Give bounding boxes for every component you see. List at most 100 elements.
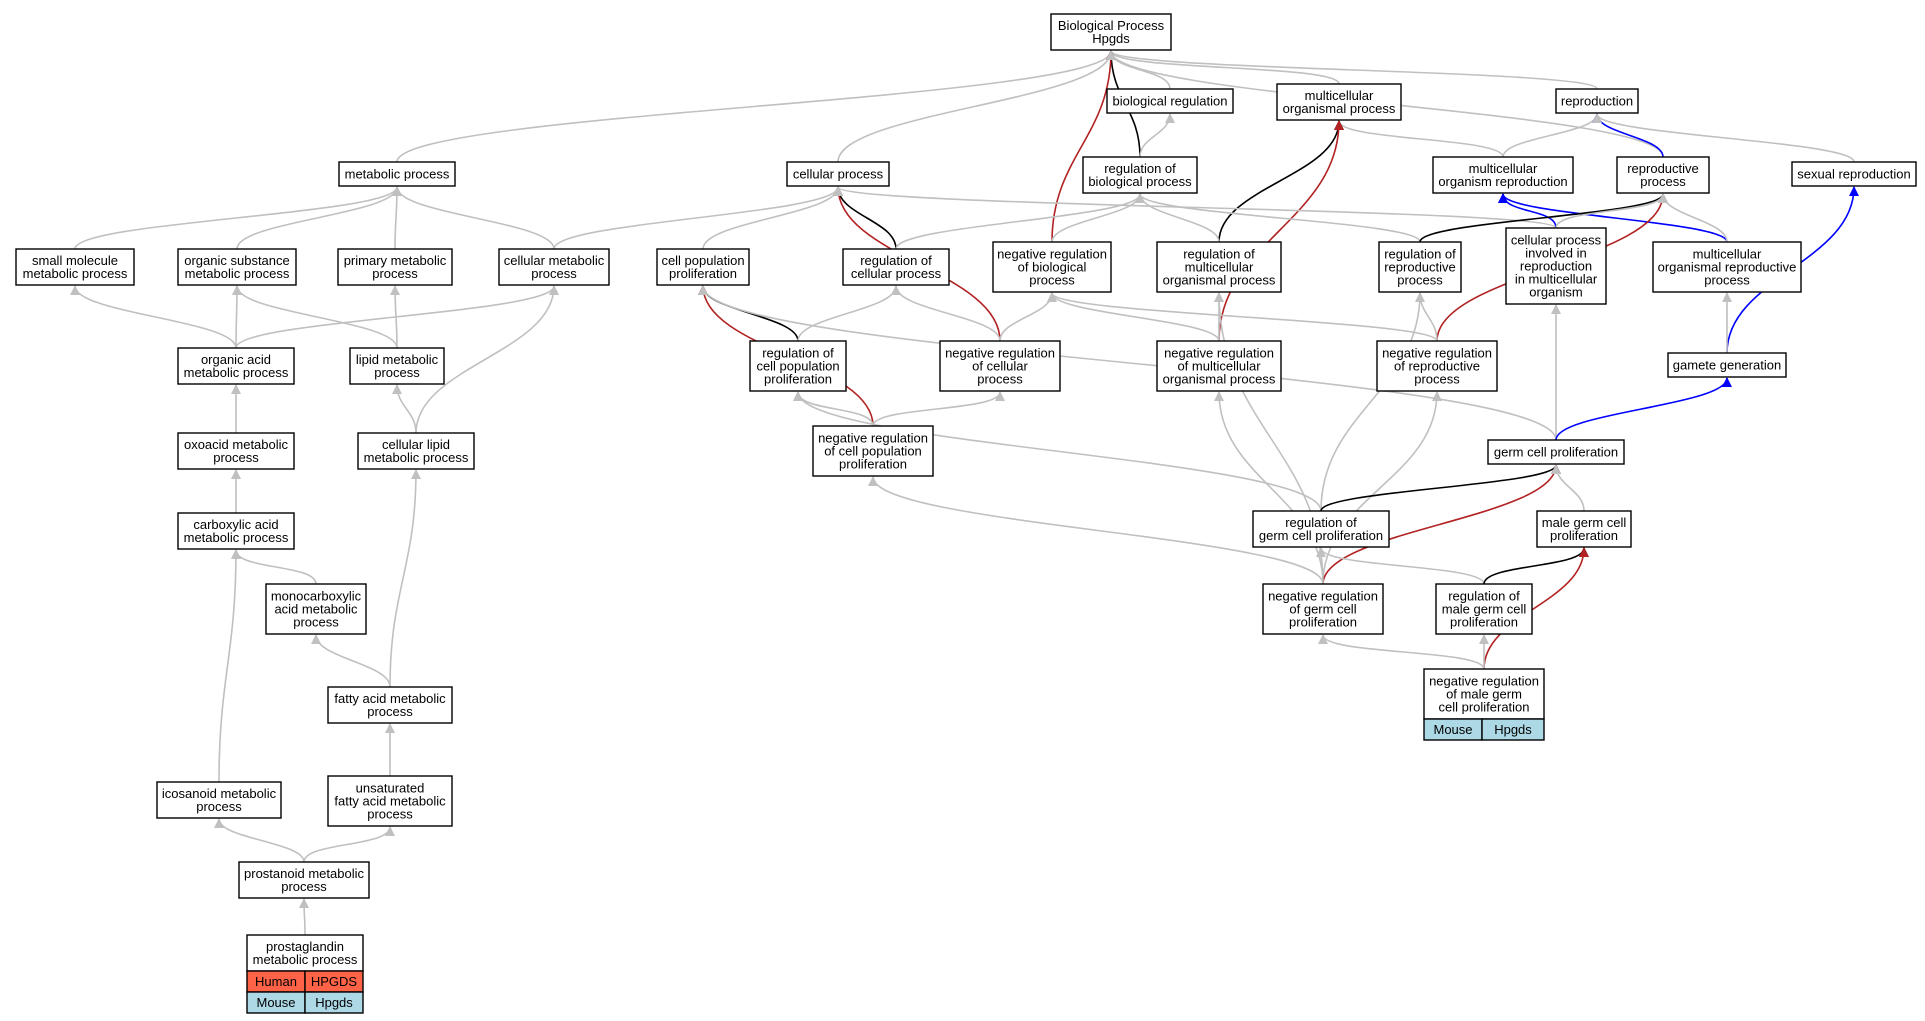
go-term-label: of male germ: [1446, 687, 1522, 702]
edge-line: [1106, 50, 1598, 90]
go-term-label: metabolic process: [184, 530, 289, 545]
edge-line: [231, 549, 317, 585]
edge-line: [872, 391, 1005, 427]
edge-line: [1498, 193, 1728, 243]
go-term-box: [1432, 156, 1574, 194]
go-term-label: lipid metabolic: [356, 352, 439, 367]
edge-line: [1214, 391, 1324, 585]
edge-negative-regulation-of-cell-population-proliferation-to-negative-regulation-of-cellular-process: [872, 391, 1005, 427]
go-term-germ-cell-proliferation[interactable]: germ cell proliferation: [1487, 439, 1625, 465]
go-term-box: [498, 248, 610, 286]
go-term-label: negative regulation: [1429, 674, 1539, 689]
edge-small-molecule-metabolic-process-to-metabolic-process: [74, 186, 402, 250]
go-term-label: carboxylic acid: [193, 517, 278, 532]
go-term-box: [1536, 510, 1632, 548]
go-term-box: [992, 241, 1112, 293]
edge-multicellular-organismal-reproductive-process-to-reproductive-process: [1658, 193, 1728, 243]
edge-organic-acid-metabolic-process-to-small-molecule-metabolic-process: [70, 285, 237, 349]
edge-male-germ-cell-proliferation-to-germ-cell-proliferation: [1551, 464, 1585, 512]
go-term-label: biological regulation: [1113, 94, 1228, 109]
go-term-box: [1252, 510, 1390, 548]
edge-negative-regulation-of-cellular-process-to-regulation-of-cellular-process: [891, 285, 1001, 342]
edge-line: [415, 285, 559, 434]
edge-negative-regulation-of-multicellular-organismal-process-to-multicellular-organismal-process: [1218, 120, 1344, 342]
go-term-biological-regulation[interactable]: biological regulation: [1106, 88, 1234, 114]
go-term-sexual-reproduction[interactable]: sexual reproduction: [1791, 161, 1917, 187]
edge-line: [1218, 120, 1344, 243]
go-term-reproduction[interactable]: reproduction: [1555, 88, 1639, 114]
go-term-label: multicellular: [1185, 260, 1254, 275]
edge-reproduction-to-bp: [1106, 50, 1598, 90]
edge-line: [1316, 547, 1485, 585]
go-term-label: cellular process: [1511, 233, 1602, 248]
go-term-label: organism reproduction: [1438, 174, 1567, 189]
edge-line: [74, 186, 402, 250]
edge-line: [303, 826, 395, 863]
go-term-label: primary metabolic: [344, 253, 447, 268]
go-term-label: icosanoid metabolic: [162, 786, 277, 801]
go-term-label: cell proliferation: [1438, 700, 1529, 715]
edge-line: [1592, 113, 1855, 163]
edge-line: [895, 193, 1145, 250]
go-term-label: of reproductive: [1394, 359, 1480, 374]
edge-cellular-lipid-metabolic-process-to-cellular-metabolic-process: [415, 285, 559, 434]
go-term-box: [786, 161, 890, 187]
go-term-cellular-process[interactable]: cellular process: [786, 161, 890, 187]
go-term-label: metabolic process: [184, 365, 289, 380]
go-term-box: [939, 340, 1061, 392]
go-term-label: in multicellular: [1515, 272, 1598, 287]
edge-line: [232, 285, 398, 349]
go-term-box: [1276, 83, 1402, 121]
edge-line: [1334, 120, 1504, 158]
go-term-box: [842, 248, 950, 286]
edge-line: [218, 549, 241, 783]
edge-negative-regulation-of-male-germ-cell-proliferation-to-negative-regulation-of-germ-cell-proliferation: [1318, 634, 1485, 670]
go-term-label: organismal reproductive: [1658, 260, 1797, 275]
species-label: Mouse: [256, 995, 295, 1010]
go-term-label: male germ cell: [1442, 602, 1527, 617]
edge-line: [1322, 464, 1561, 585]
go-term-label: regulation of: [762, 346, 834, 361]
go-term-gamete-generation[interactable]: gamete generation: [1667, 352, 1787, 378]
go-term-metabolic-process[interactable]: metabolic process: [338, 161, 456, 187]
edge-line: [698, 285, 1557, 441]
go-term-label: unsaturated: [356, 781, 425, 796]
